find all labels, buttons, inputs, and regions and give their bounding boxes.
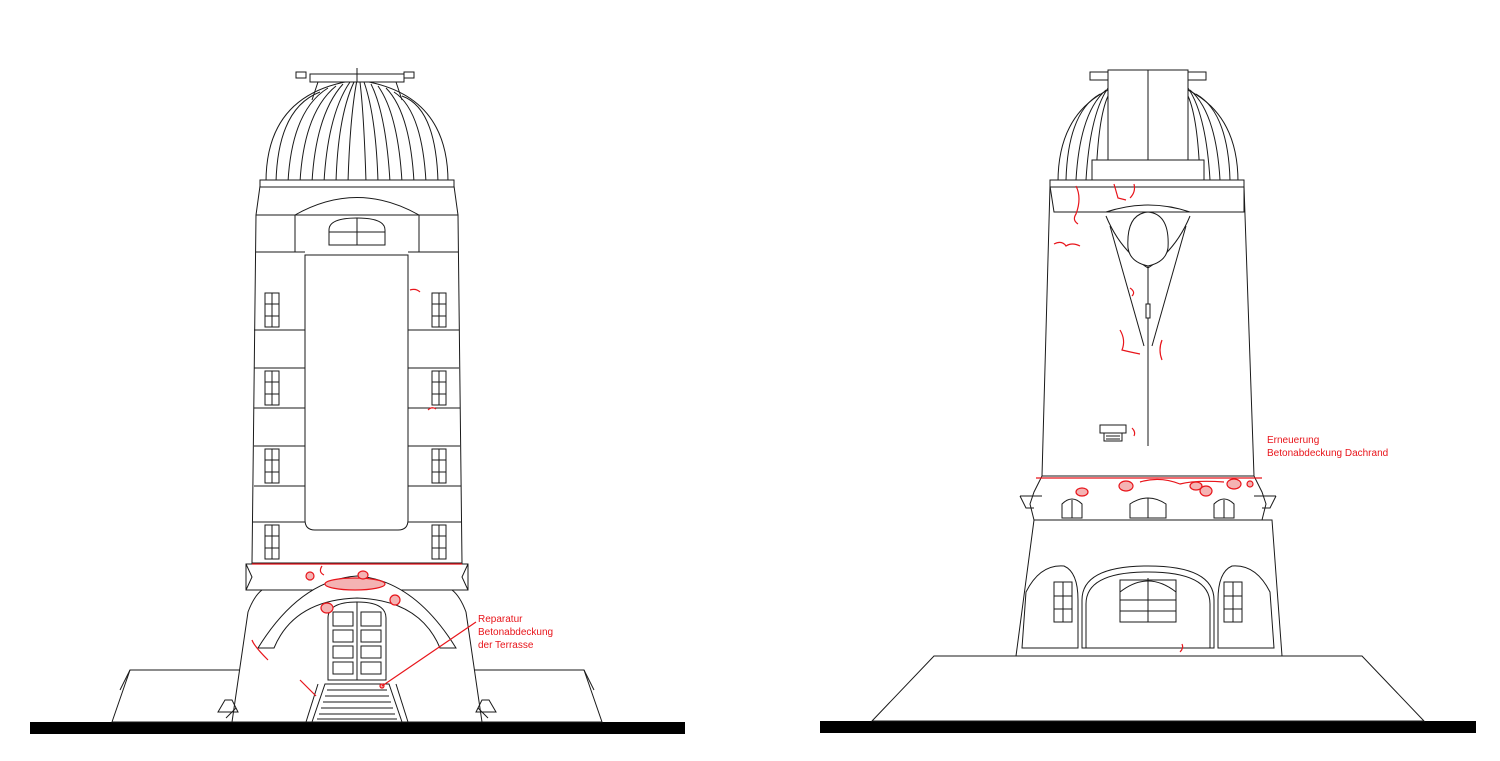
rear-elevation: Erneuerung Betonabdeckung Dachrand bbox=[820, 69, 1476, 733]
rear-dome bbox=[1049, 69, 1245, 188]
upper-cornice bbox=[255, 185, 459, 216]
damage-marks-rear bbox=[1036, 183, 1262, 653]
rear-terrace-base bbox=[870, 655, 1426, 722]
rear-vent bbox=[1099, 424, 1127, 442]
ground-line bbox=[30, 722, 685, 734]
ground-line-rear bbox=[820, 721, 1476, 733]
front-elevation: Reparatur Betonabdeckung der Terrasse bbox=[30, 68, 685, 734]
central-panel bbox=[304, 254, 409, 531]
entrance-arch bbox=[257, 575, 457, 649]
front-dome bbox=[259, 68, 455, 188]
terrace-leader-line bbox=[381, 621, 477, 687]
entrance-stairs bbox=[305, 683, 409, 723]
roof-edge-annotation: Erneuerung Betonabdeckung Dachrand bbox=[1267, 435, 1388, 459]
terrace-annotation: Reparatur Betonabdeckung der Terrasse bbox=[478, 614, 556, 651]
